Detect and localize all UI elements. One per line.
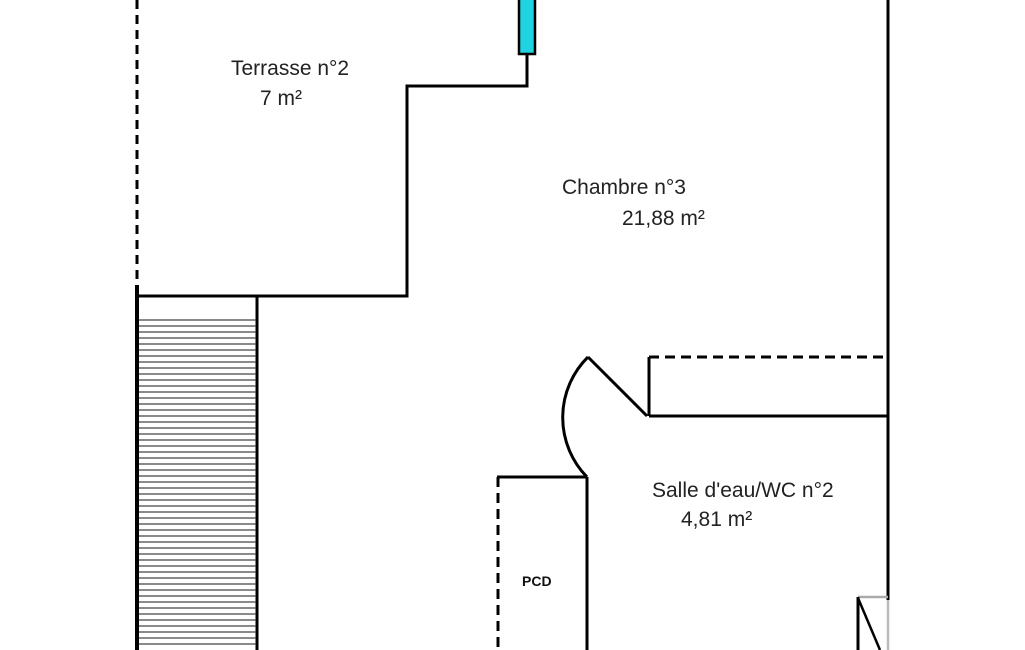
window-sash	[856, 597, 882, 650]
door-leaf	[586, 355, 649, 418]
chambre-area: 21,88 m²	[622, 207, 705, 230]
terrasse-area: 7 m²	[260, 87, 302, 110]
stairs-hatch	[139, 319, 256, 645]
terrace-wall	[137, 55, 529, 298]
door-swing-arc	[561, 355, 590, 479]
salle-eau-area: 4,81 m²	[681, 508, 753, 531]
chambre-name: Chambre n°3	[562, 176, 686, 199]
pcd-label: PCD	[522, 573, 552, 589]
salle-eau-name: Salle d'eau/WC n°2	[652, 479, 834, 502]
window-cyan	[517, 0, 537, 56]
terrasse-name: Terrasse n°2	[231, 57, 350, 80]
